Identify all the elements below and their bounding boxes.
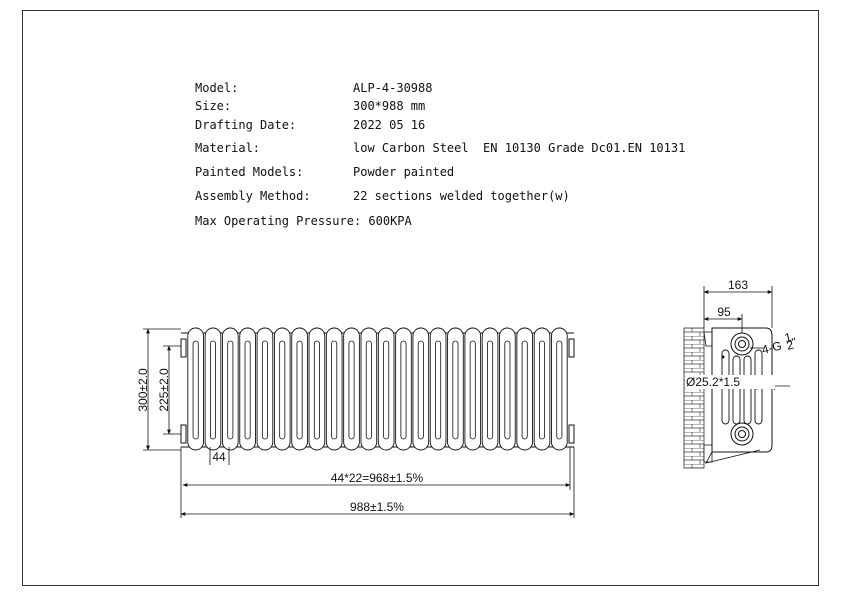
dim-centers-label: 225±2.0: [157, 368, 171, 412]
wall-brick: [683, 327, 705, 469]
section-groove: [539, 340, 546, 440]
drawing-frame: [22, 10, 819, 586]
dim-total-label: 988±1.5%: [350, 500, 404, 514]
side-foot: [705, 449, 761, 464]
radiator-section: [377, 327, 395, 451]
spec-label-assembly: Assembly Method:: [195, 189, 311, 203]
section-groove: [417, 340, 424, 440]
spec-value-material: low Carbon Steel EN 10130 Grade Dc01.EN …: [353, 141, 686, 155]
spec-value-model: ALP-4-30988: [353, 81, 433, 95]
radiator-section: [239, 327, 256, 451]
radiator-section: [291, 327, 308, 451]
radiator-section: [308, 327, 326, 451]
spec-label-size: Size:: [195, 99, 232, 113]
radiator-section: [464, 327, 482, 451]
radiator-section: [533, 327, 551, 451]
radiator-section: [447, 327, 464, 451]
dim-pitch-label: 44: [212, 450, 226, 464]
radiator-section: [429, 327, 447, 451]
section-groove: [331, 340, 338, 440]
spec-value-assembly: 22 sections welded together(w): [353, 189, 570, 203]
dim-thread-label: 4-G: [760, 338, 783, 356]
radiator-section: [516, 327, 534, 451]
dim-pitch-total-label: 44*22=968±1.5%: [331, 471, 424, 485]
left-top-bushing: [180, 338, 187, 358]
dim-offset-label: 95: [717, 305, 731, 319]
spec-value-size: 300*988 mm: [353, 99, 426, 113]
side-column-2: [732, 355, 741, 425]
radiator-section: [325, 327, 343, 451]
radiator-section: [273, 327, 291, 451]
radiator-sections: [187, 327, 568, 451]
radiator-section: [499, 327, 516, 451]
radiator-section: [204, 327, 222, 451]
top-port-inner: [738, 340, 746, 348]
dim-thread-frac-num: 1: [783, 330, 793, 345]
side-view: 163 95 4-G 1 2 " Ø25.2*1.5: [683, 278, 798, 469]
right-bottom-bushing: [568, 424, 575, 444]
thread-callout: 4-G 1 2 ": [760, 330, 798, 357]
section-groove: [279, 340, 286, 440]
section-groove: [296, 340, 303, 440]
spec-label-date: Drafting Date:: [195, 118, 297, 132]
section-groove: [365, 340, 372, 440]
section-groove: [435, 340, 442, 440]
dim-depth-label: 163: [728, 278, 748, 292]
radiator-section: [551, 327, 568, 451]
dim-thread-frac-den: 2: [785, 338, 795, 353]
section-groove: [452, 340, 459, 440]
section-groove: [521, 340, 528, 440]
wall-bracket-bottom: [703, 444, 713, 463]
section-groove: [244, 340, 251, 440]
spec-value-date: 2022 05 16: [353, 118, 426, 132]
section-groove: [192, 340, 199, 440]
tube-label-backdrop: [685, 375, 775, 389]
radiator-section: [360, 327, 378, 451]
section-groove: [313, 340, 320, 440]
spec-label-model: Model:: [195, 81, 239, 95]
spec-value-painted: Powder painted: [353, 165, 455, 179]
radiator-section: [395, 327, 412, 451]
radiator-section: [221, 327, 239, 451]
section-groove: [487, 340, 494, 440]
section-groove: [504, 340, 511, 440]
dim-height-label: 300±2.0: [136, 368, 150, 412]
spec-label-material: Material:: [195, 141, 261, 155]
bleed-dot: [721, 355, 725, 359]
section-groove: [556, 340, 563, 440]
section-groove: [227, 340, 234, 440]
bottom-port-inner: [738, 430, 746, 438]
radiator-section: [343, 327, 360, 451]
radiator-section: [187, 327, 204, 451]
section-groove: [209, 340, 216, 440]
section-groove: [348, 340, 355, 440]
right-top-bushing: [568, 338, 575, 358]
front-view: 300±2.0 225±2.0 44 44*22=968±1.5% 988±1.…: [136, 327, 575, 518]
dim-tube-label: Ø25.2*1.5: [686, 375, 740, 389]
section-groove: [400, 340, 407, 440]
section-groove: [383, 340, 390, 440]
spec-label-painted: Painted Models:: [195, 165, 304, 179]
radiator-section: [412, 327, 430, 451]
spec-pressure: Max Operating Pressure: 600KPA: [195, 214, 412, 228]
radiator-section: [256, 327, 274, 451]
radiator-section: [481, 327, 499, 451]
side-column-3: [743, 355, 752, 425]
left-bottom-bushing: [180, 424, 187, 444]
section-groove: [261, 340, 268, 440]
section-groove: [469, 340, 476, 440]
dim-thread-unit: ": [790, 335, 798, 350]
